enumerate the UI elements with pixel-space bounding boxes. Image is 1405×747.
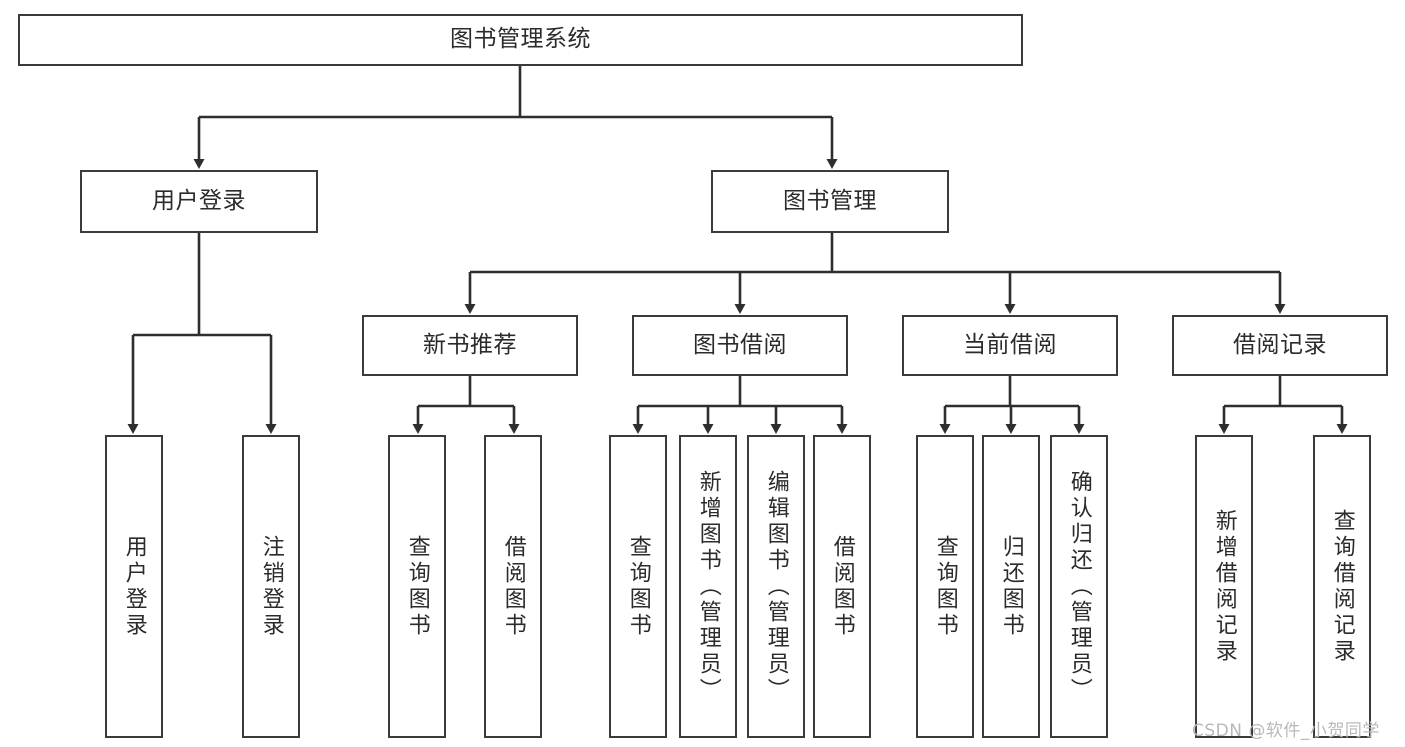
leaf-label: 新增借阅记录 xyxy=(1211,508,1237,665)
leaf-new-book-query-books[interactable]: 查询图书 xyxy=(388,435,446,738)
node-user-login-label: 用户登录 xyxy=(152,187,246,214)
leaf-record-add-borrow-record[interactable]: 新增借阅记录 xyxy=(1195,435,1253,738)
leaf-user-login-login[interactable]: 用户登录 xyxy=(105,435,163,738)
leaf-label: 归还图书 xyxy=(998,534,1024,639)
leaf-label: 编辑图书（管理员） xyxy=(763,469,789,704)
leaf-label: 新增图书（管理员） xyxy=(695,469,721,704)
leaf-label: 查询图书 xyxy=(625,534,651,639)
node-borrowing-record[interactable]: 借阅记录 xyxy=(1172,315,1388,376)
leaf-new-book-borrow-books[interactable]: 借阅图书 xyxy=(484,435,542,738)
leaf-borrow-add-book-admin[interactable]: 新增图书（管理员） xyxy=(679,435,737,738)
leaf-label: 用户登录 xyxy=(121,534,147,639)
node-book-borrowing[interactable]: 图书借阅 xyxy=(632,315,848,376)
leaf-label: 查询图书 xyxy=(404,534,430,639)
leaf-user-login-logout[interactable]: 注销登录 xyxy=(242,435,300,738)
leaf-borrow-borrow-books[interactable]: 借阅图书 xyxy=(813,435,871,738)
leaf-label: 查询图书 xyxy=(932,534,958,639)
node-current-borrowing[interactable]: 当前借阅 xyxy=(902,315,1118,376)
leaf-record-query-borrow-record[interactable]: 查询借阅记录 xyxy=(1313,435,1371,738)
node-current-borrowing-label: 当前借阅 xyxy=(963,331,1057,358)
node-root-label: 图书管理系统 xyxy=(450,26,591,53)
leaf-label: 注销登录 xyxy=(258,534,284,639)
node-book-borrowing-label: 图书借阅 xyxy=(693,331,787,358)
leaf-borrow-edit-book-admin[interactable]: 编辑图书（管理员） xyxy=(747,435,805,738)
node-book-management-label: 图书管理 xyxy=(783,187,877,214)
node-user-login[interactable]: 用户登录 xyxy=(80,170,318,233)
leaf-current-confirm-return-admin[interactable]: 确认归还（管理员） xyxy=(1050,435,1108,738)
node-borrowing-record-label: 借阅记录 xyxy=(1233,331,1327,358)
node-book-management[interactable]: 图书管理 xyxy=(711,170,949,233)
csdn-watermark: CSDN @软件_小贺同学 xyxy=(1192,721,1380,741)
leaf-label: 查询借阅记录 xyxy=(1329,508,1355,665)
leaf-current-return-books[interactable]: 归还图书 xyxy=(982,435,1040,738)
node-root-library-management-system[interactable]: 图书管理系统 xyxy=(18,14,1023,66)
leaf-label: 借阅图书 xyxy=(500,534,526,639)
node-new-book-recommendation[interactable]: 新书推荐 xyxy=(362,315,578,376)
leaf-current-query-books[interactable]: 查询图书 xyxy=(916,435,974,738)
leaf-borrow-query-books[interactable]: 查询图书 xyxy=(609,435,667,738)
leaf-label: 确认归还（管理员） xyxy=(1066,469,1092,704)
node-new-book-recommendation-label: 新书推荐 xyxy=(423,331,517,358)
leaf-label: 借阅图书 xyxy=(829,534,855,639)
